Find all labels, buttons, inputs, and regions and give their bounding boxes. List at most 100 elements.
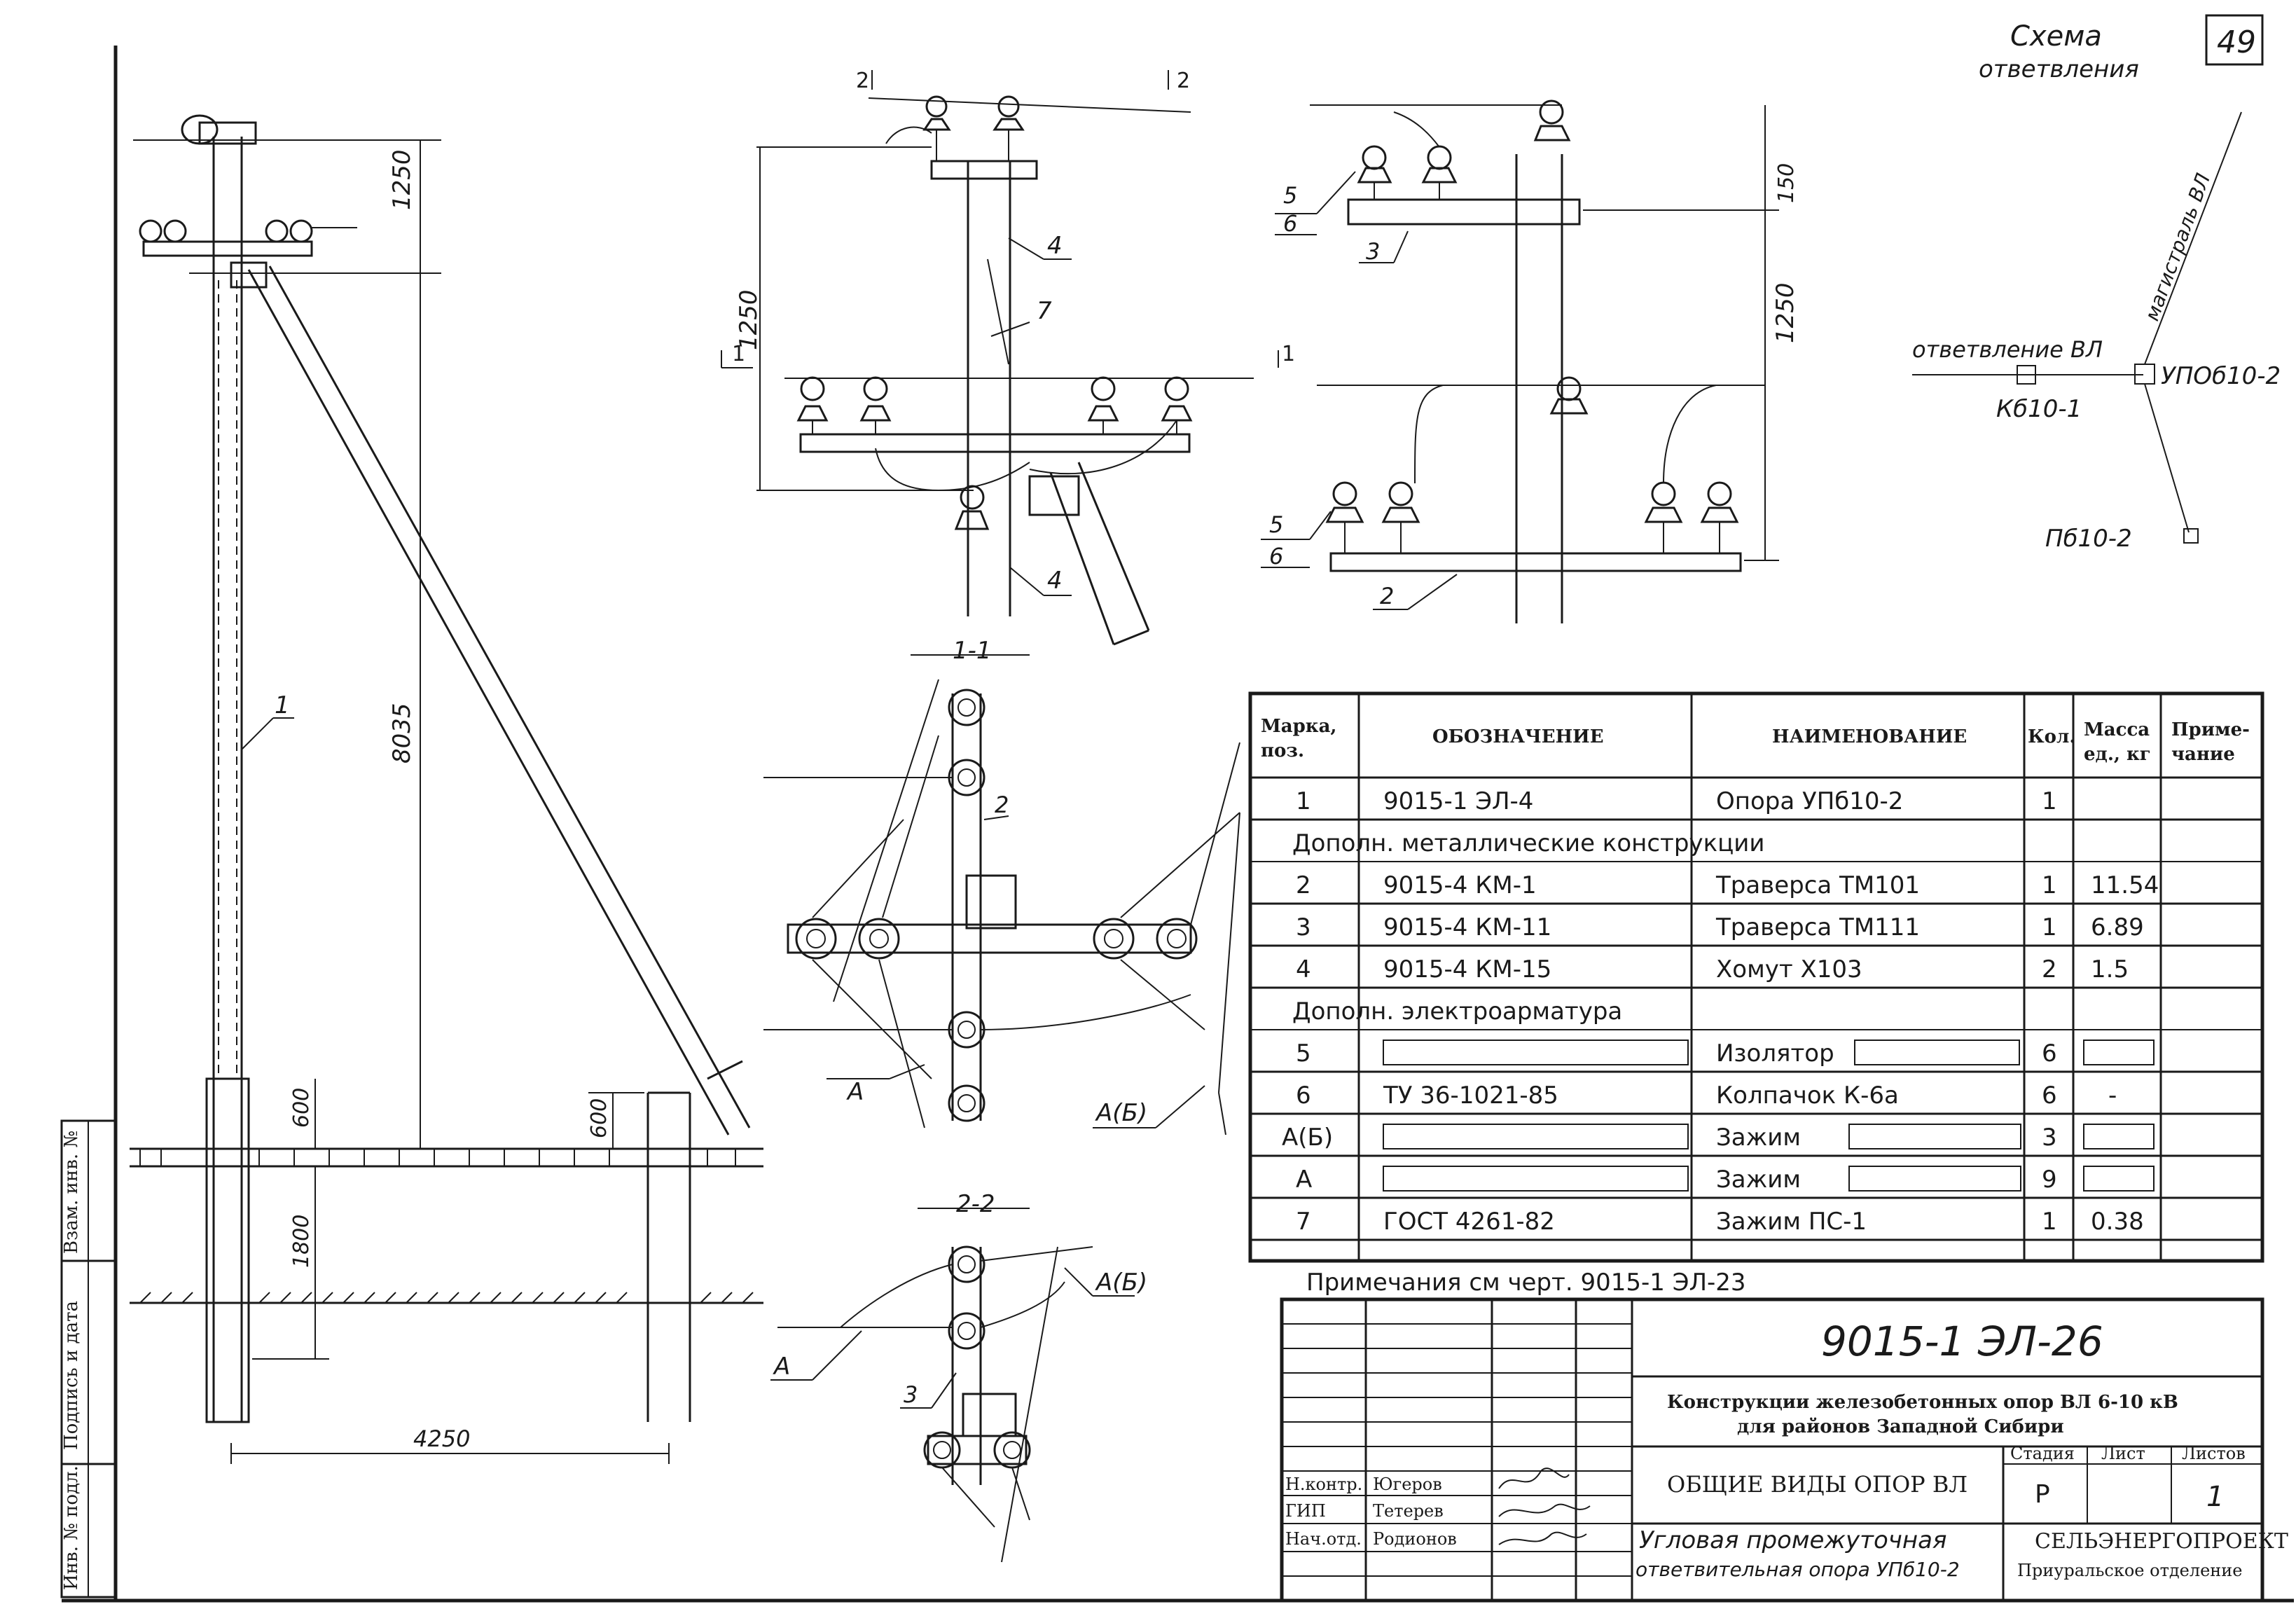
- bom-r3-mass: 6.89: [2091, 913, 2144, 941]
- section-2-2: 2-2 A A(Б) 3: [770, 1190, 1147, 1563]
- bom-header-designation: ОБОЗНАЧЕНИЕ: [1432, 726, 1604, 747]
- callout-AB1: A(Б): [1095, 1099, 1147, 1127]
- bom-r6-mark: 6: [1296, 1082, 1311, 1110]
- bom-header-note-2: чание: [2171, 744, 2235, 765]
- callout-A2: A: [773, 1353, 790, 1381]
- bom-r5-mark: 5: [1296, 1040, 1311, 1068]
- bom-r6-name: Колпачок К-6а: [1716, 1082, 1899, 1110]
- bom-header-qty: Кол.: [2028, 726, 2075, 747]
- bom-r4-qty: 2: [2042, 955, 2057, 983]
- bom-r3-designation: 9015-4 КМ-11: [1383, 913, 1551, 941]
- bom-r9-qty: 1: [2042, 1208, 2057, 1236]
- callout-A1: A: [846, 1078, 864, 1106]
- bom-r4-mark: 4: [1296, 955, 1311, 983]
- sheet-number: 49: [2217, 25, 2256, 60]
- bom-r2-qty: 1: [2042, 871, 2057, 899]
- bom-r4-designation: 9015-4 КМ-15: [1383, 955, 1551, 983]
- general-views: ОБЩИЕ ВИДЫ ОПОР ВЛ: [1667, 1471, 1967, 1498]
- side-stamp: Инв. № подл. Подпись и дата Взам. инв. №: [60, 1119, 117, 1598]
- bom-table: Марка, поз. ОБОЗНАЧЕНИЕ НАИМЕНОВАНИЕ Кол…: [1248, 691, 2264, 1263]
- section-1-1: 1-1 A A(Б) 2: [763, 637, 1240, 1135]
- bom-r7-mark: А(Б): [1282, 1124, 1333, 1152]
- scheme-branch-label: ответвление ВЛ: [1912, 336, 2103, 363]
- bom-r3-mark: 3: [1296, 913, 1311, 941]
- callout-1: 1: [275, 691, 290, 719]
- bom-r2-designation: 9015-4 КМ-1: [1383, 871, 1537, 899]
- pole-side-view: 1250 8035 600 1800 600 4250 1: [130, 114, 763, 1464]
- subject-line-1: Угловая промежуточная: [1639, 1526, 1946, 1554]
- bom-section-metal: Дополн. металлические конструкции: [1292, 829, 1764, 857]
- callout-3b: 3: [904, 1381, 918, 1408]
- stage-label: Стадия: [2010, 1444, 2075, 1463]
- bom-r4-mass: 1.5: [2091, 955, 2129, 983]
- callout-4a: 4: [1047, 232, 1063, 260]
- bom-r2-name: Траверса ТМ101: [1715, 871, 1920, 899]
- scheme-title-2: ответвления: [1979, 55, 2139, 83]
- pole-front-view: 2 2 1250: [721, 69, 1295, 646]
- scheme-title-1: Схема: [2010, 20, 2102, 53]
- dim-1250-right: 1250: [1771, 282, 1799, 343]
- stamp-inv-orig: Инв. № подл.: [61, 1465, 82, 1590]
- sheets-value: 1: [2206, 1481, 2224, 1513]
- bom-r8-mark: А: [1296, 1166, 1312, 1194]
- stage-value: Р: [2035, 1480, 2050, 1509]
- branch-scheme: Схема ответвления ответвление ВЛ Кб10-1 …: [1912, 20, 2281, 553]
- stamp-replace-inv: Взам. инв. №: [61, 1131, 82, 1254]
- bom-header-mass-1: Масса: [2084, 719, 2150, 740]
- bom-header-mass-2: ед., кг: [2084, 744, 2151, 765]
- bom-r5-qty: 6: [2042, 1040, 2057, 1068]
- subject-line-2: ответвительная опора УПб10-2: [1635, 1558, 1960, 1581]
- bom-r1-designation: 9015-1 ЭЛ-4: [1383, 787, 1533, 815]
- bom-r4-name: Хомут Х103: [1716, 955, 1862, 983]
- name-1: Югеров: [1373, 1475, 1442, 1494]
- bom-r6-qty: 6: [2042, 1082, 2057, 1110]
- org-sub: Приуральское отделение: [2017, 1561, 2242, 1580]
- cut-2-right: 2: [1177, 69, 1190, 93]
- project-line-2: для районов Западной Сибири: [1737, 1416, 2064, 1437]
- bom-r3-qty: 1: [2042, 913, 2057, 941]
- project-line-1: Конструкции железобетонных опор ВЛ 6-10 …: [1667, 1392, 2178, 1413]
- scheme-k-label: Кб10-1: [1996, 395, 2082, 423]
- callout-AB2: A(Б): [1095, 1269, 1147, 1297]
- stamp-signature-date: Подпись и дата: [61, 1301, 82, 1450]
- sheets-label: Листов: [2182, 1444, 2246, 1463]
- bom-r9-mark: 7: [1296, 1208, 1311, 1236]
- bom-r8-name: Зажим: [1716, 1166, 1801, 1194]
- bom-r8-qty: 9: [2042, 1166, 2057, 1194]
- dim-600-left: 600: [289, 1088, 314, 1128]
- bom-header-mark-2: поз.: [1261, 740, 1304, 761]
- dim-8035: 8035: [388, 703, 416, 764]
- callout-7: 7: [1037, 297, 1052, 325]
- role-1: Н.контр.: [1285, 1475, 1362, 1494]
- dim-1800: 1800: [289, 1215, 314, 1268]
- callout-6a: 6: [1283, 210, 1297, 237]
- callout-2b: 2: [995, 792, 1009, 818]
- dim-150: 150: [1774, 163, 1799, 203]
- sheet-label: Лист: [2101, 1444, 2145, 1463]
- signature-2: [1498, 1503, 1591, 1517]
- notes-text: Примечания см черт. 9015-1 ЭЛ-23: [1306, 1269, 1746, 1297]
- name-3: Родионов: [1373, 1529, 1457, 1549]
- title-block: 9015-1 ЭЛ-26 Конструкции железобетонных …: [1280, 1297, 2288, 1603]
- scheme-pb-label: Пб10-2: [2045, 525, 2132, 553]
- bom-r3-name: Траверса ТМ111: [1715, 913, 1920, 941]
- bom-r2-mass: 11.54: [2091, 871, 2159, 899]
- bom-r2-mark: 2: [1296, 871, 1311, 899]
- callout-5b: 5: [1269, 511, 1283, 538]
- bom-r1-qty: 1: [2042, 787, 2057, 815]
- scheme-main-line-label: магистраль ВЛ: [2141, 170, 2215, 324]
- section-2-2-label: 2-2: [956, 1190, 995, 1218]
- scheme-upb-label: УПОб10-2: [2161, 362, 2281, 390]
- bom-r9-mass: 0.38: [2091, 1208, 2144, 1236]
- org-name: СЕЛЬЭНЕРГОПРОЕКТ: [2035, 1529, 2288, 1554]
- bom-r6-mass: -: [2108, 1082, 2117, 1110]
- bom-header-note-1: Приме-: [2171, 719, 2250, 740]
- dim-4250: 4250: [413, 1425, 470, 1452]
- bom-r6-designation: ТУ 36-1021-85: [1383, 1082, 1558, 1110]
- callout-5a: 5: [1283, 182, 1297, 209]
- name-2: Тетерев: [1373, 1501, 1444, 1521]
- signature-3: [1498, 1531, 1587, 1545]
- bom-r7-qty: 3: [2042, 1124, 2057, 1152]
- dim-1250-left: 1250: [388, 149, 416, 210]
